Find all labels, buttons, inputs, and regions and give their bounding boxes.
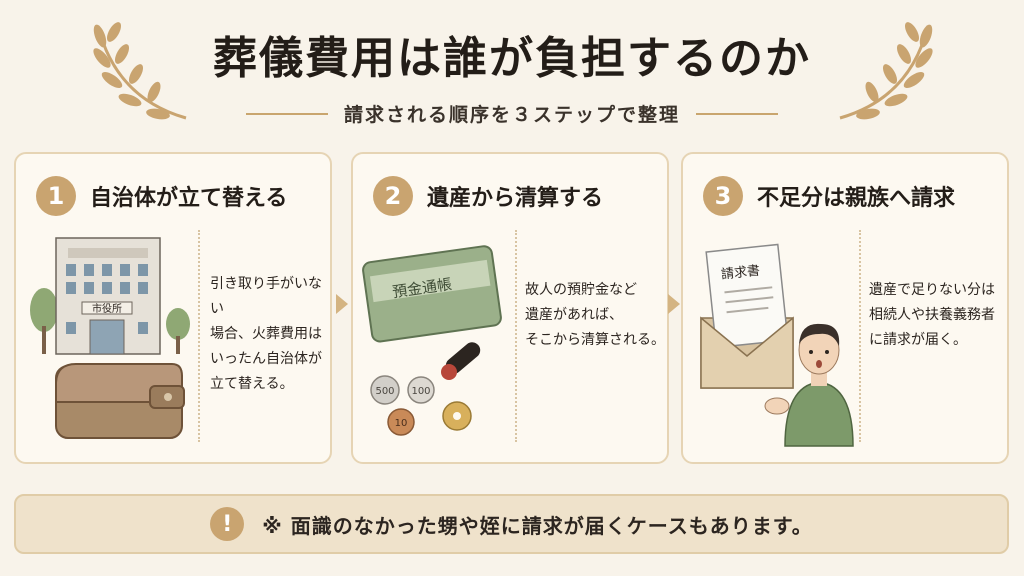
coin-10-label: 10 [395,418,408,429]
subtitle-rule-right [696,112,778,115]
step-number-badge-1: 1 [36,176,76,216]
step-header-1: 1 自治体が立て替える [36,176,287,216]
step-title-2: 遺産から清算する [427,186,604,211]
notice-banner: ! ※ 面識のなかった甥や姪に請求が届くケースもあります。 [14,494,1009,554]
step-divider-2 [515,230,517,442]
laurel-left-icon [93,22,187,120]
step-title-1: 自治体が立て替える [90,186,288,211]
step-divider-1 [198,230,200,442]
coin-500-label: 500 [375,386,394,397]
notice-text: ※ 面識のなかった甥や姪に請求が届くケースもあります。 [262,513,813,538]
subtitle-rule-left [245,112,328,115]
step-header-3: 3 不足分は親族へ請求 [703,176,955,216]
step-card-3: 3 不足分は親族へ請求 請求書 遺産で足りない分は 相続人や扶養義務者 に請求が… [681,152,1009,464]
coin-100-label: 100 [411,386,430,397]
step-description-3: 遺産で足りない分は 相続人や扶養義務者 に請求が届く。 [869,282,995,348]
step-number-badge-2: 2 [373,176,413,216]
invoice-label: 請求書 [720,264,760,283]
laurel-right-icon [839,22,933,120]
city-hall-sign: 市役所 [92,302,122,315]
step-divider-3 [859,230,861,442]
arrow-right-icon [668,294,680,314]
page-subtitle: 請求される順序を３ステップで整理 [343,104,680,126]
exclamation-icon: ! [210,507,245,541]
step-card-1: 1 自治体が立て替える 市役所 引き取り手がいない 場合、火葬費用は いったん自… [14,152,332,464]
bankbook-icon: 預金通帳 500 100 10 [362,245,502,436]
page-title: 葬儀費用は誰が負担するのか [213,33,811,84]
step-number-badge-3: 3 [703,176,743,216]
step-description-1: 引き取り手がいない 場合、火葬費用は いったん自治体が 立て替える。 [210,276,322,392]
step-description-2: 故人の預貯金など 遺産があれば、 そこから清算される。 [525,282,665,348]
step-header-2: 2 遺産から清算する [373,176,603,216]
step-title-3: 不足分は親族へ請求 [757,186,956,211]
step-card-2: 2 遺産から清算する 預金通帳 500 100 10 故人の預貯金など 遺産があ… [351,152,669,464]
city-hall-icon: 市役所 [30,237,190,439]
arrow-right-icon [336,294,348,314]
subtitle-row: 請求される順序を３ステップで整理 [0,100,1024,127]
invoice-person-icon: 請求書 [700,243,854,447]
